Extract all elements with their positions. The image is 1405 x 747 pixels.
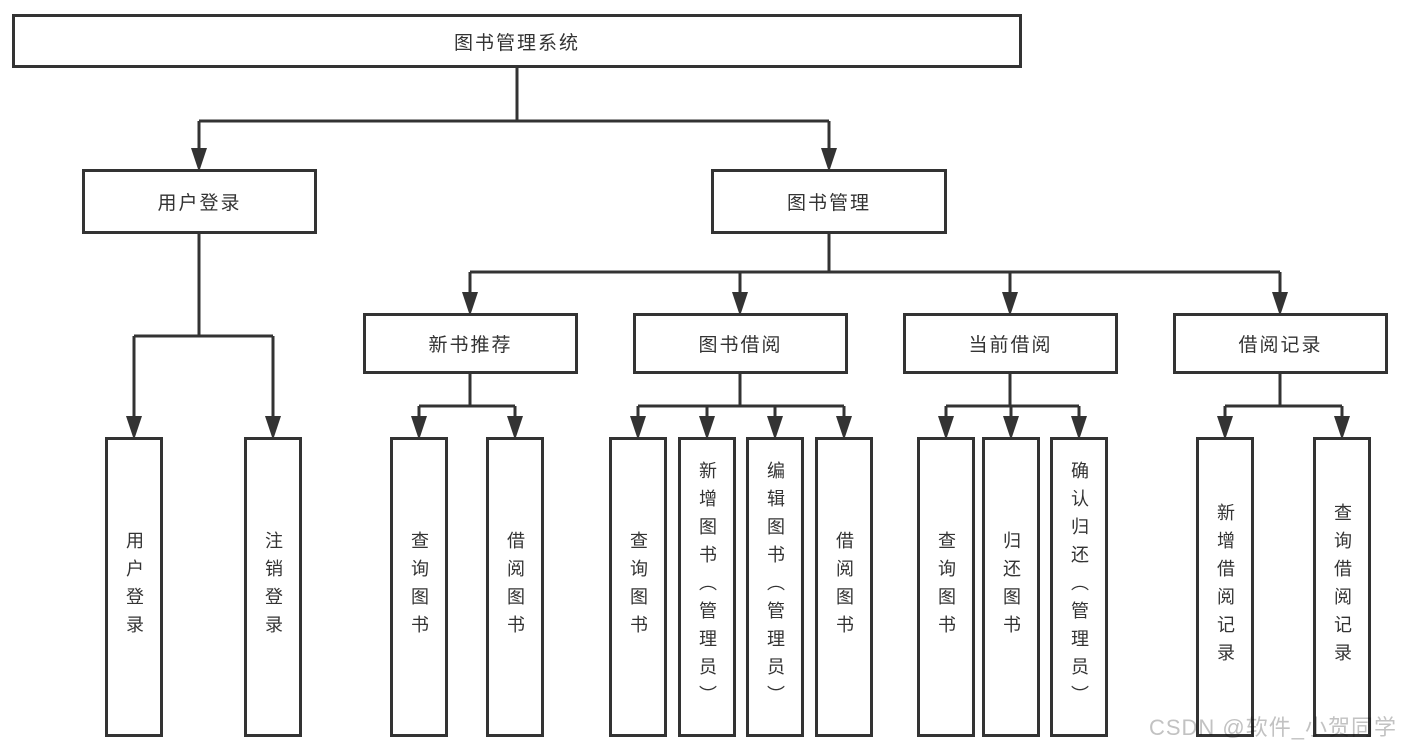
leaf-newbook-borrow-books-label: 借阅图书	[505, 531, 525, 643]
node-root-system: 图书管理系统	[12, 14, 1022, 68]
leaf-add-borrow-record: 新增借阅记录	[1196, 437, 1254, 737]
leaf-current-query-books-label: 查询图书	[936, 531, 956, 643]
connector-book-management-to-level3	[468, 234, 1282, 295]
leaf-add-books-admin: 新增图书（管理员）	[678, 437, 736, 737]
leaf-newbook-query-books: 查询图书	[390, 437, 448, 737]
leaf-edit-books-admin-label: 编辑图书（管理员）	[765, 461, 785, 713]
connector-new-book-to-leaves	[417, 374, 517, 418]
node-user-login: 用户登录	[82, 169, 317, 234]
leaf-borrow-query-books-label: 查询图书	[628, 531, 648, 643]
connector-root-to-level2	[197, 68, 831, 150]
leaf-return-books-label: 归还图书	[1001, 531, 1021, 643]
node-book-management: 图书管理	[711, 169, 947, 234]
leaf-borrow-books-label: 借阅图书	[834, 531, 854, 643]
node-book-borrow: 图书借阅	[633, 313, 848, 374]
leaf-current-query-books: 查询图书	[917, 437, 975, 737]
arrowheads	[126, 148, 1350, 440]
connector-book-borrow-to-leaves	[636, 374, 846, 418]
leaf-logout: 注销登录	[244, 437, 302, 737]
leaf-confirm-return-admin: 确认归还（管理员）	[1050, 437, 1108, 737]
leaf-user-login-label: 用户登录	[124, 531, 144, 643]
leaf-query-borrow-record: 查询借阅记录	[1313, 437, 1371, 737]
leaf-confirm-return-admin-label: 确认归还（管理员）	[1069, 461, 1089, 713]
leaf-logout-label: 注销登录	[263, 531, 283, 643]
connector-borrow-record-to-leaves	[1223, 374, 1344, 418]
node-user-login-label: 用户登录	[157, 193, 242, 214]
leaf-edit-books-admin: 编辑图书（管理员）	[746, 437, 804, 737]
node-root-label: 图书管理系统	[453, 32, 580, 54]
connector-user-login-to-leaves	[132, 234, 275, 418]
leaf-add-borrow-record-label: 新增借阅记录	[1215, 503, 1235, 671]
node-current-borrow: 当前借阅	[903, 313, 1118, 374]
node-book-borrow-label: 图书借阅	[698, 335, 783, 356]
node-new-book-recommend-label: 新书推荐	[428, 335, 513, 356]
node-borrow-record-label: 借阅记录	[1238, 335, 1323, 356]
node-new-book-recommend: 新书推荐	[363, 313, 578, 374]
leaf-add-books-admin-label: 新增图书（管理员）	[697, 461, 717, 713]
connector-current-borrow-to-leaves	[944, 374, 1081, 418]
leaf-borrow-query-books: 查询图书	[609, 437, 667, 737]
leaf-borrow-books: 借阅图书	[815, 437, 873, 737]
node-book-management-label: 图书管理	[786, 193, 871, 214]
leaf-user-login: 用户登录	[105, 437, 163, 737]
node-borrow-record: 借阅记录	[1173, 313, 1388, 374]
node-current-borrow-label: 当前借阅	[968, 335, 1053, 356]
leaf-newbook-borrow-books: 借阅图书	[486, 437, 544, 737]
leaf-return-books: 归还图书	[982, 437, 1040, 737]
leaf-newbook-query-books-label: 查询图书	[409, 531, 429, 643]
leaf-query-borrow-record-label: 查询借阅记录	[1332, 503, 1352, 671]
